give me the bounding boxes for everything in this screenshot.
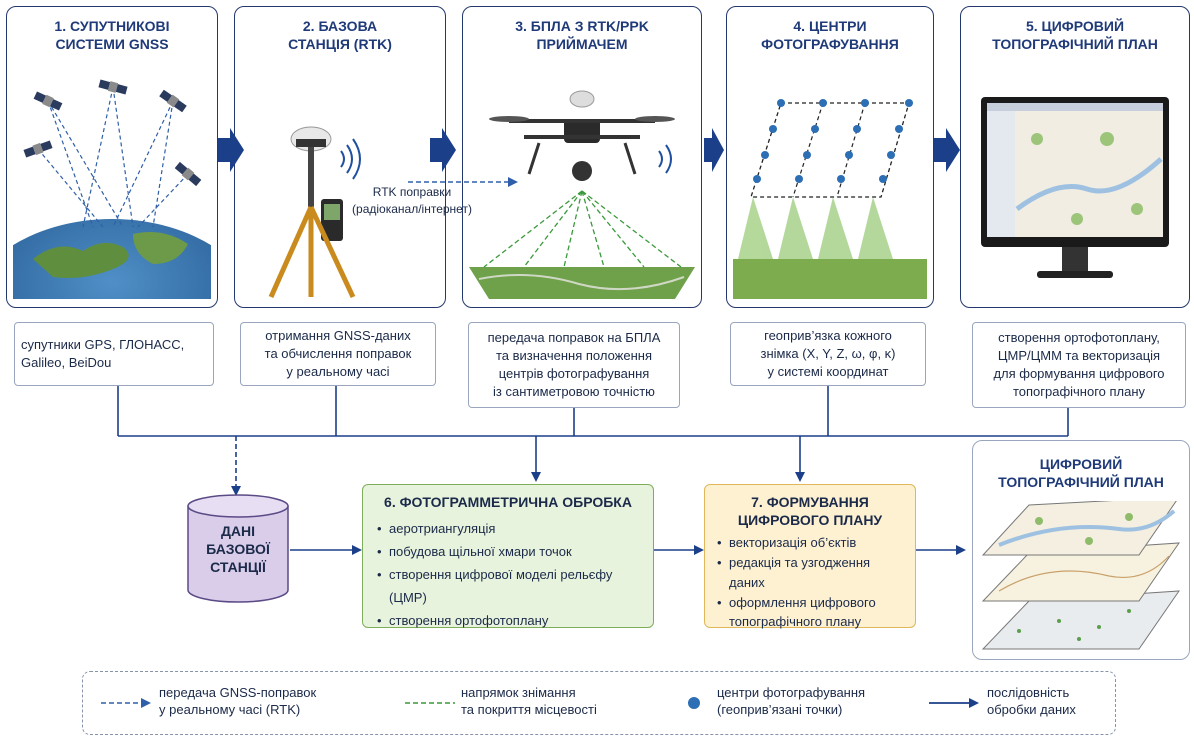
legend-dashed-green-line-icon xyxy=(405,702,455,704)
list-item: аеротриангуляція xyxy=(377,517,641,540)
legend-photo-centers-text: центри фотографування (геоприв’язані точ… xyxy=(717,685,866,717)
panel-photo-centers-title: 4. ЦЕНТРИ ФОТОГРАФУВАННЯ xyxy=(761,18,899,52)
legend-blue-dot-icon xyxy=(688,697,700,709)
list-item: створення ортофотоплану xyxy=(377,609,641,632)
radio-waves-icon xyxy=(340,138,361,180)
base-station-tripod-illustration xyxy=(268,126,361,299)
panel-digital-plan-description: створення ортофотоплану, ЦМР/ЦММ та вект… xyxy=(972,322,1186,408)
legend-rtk-text: передача GNSS-поправок у реальному часі … xyxy=(159,685,317,717)
list-item: векторизація об’єктів xyxy=(717,533,905,553)
rtk-corrections-label: RTK поправки (радіоканал/інтернет) xyxy=(352,185,472,216)
panel-digital-plan: 5. ЦИФРОВИЙ ТОПОГРАФІЧНИЙ ПЛАН xyxy=(960,6,1190,308)
panel-gnss-title: 1. СУПУТНИКОВІ СИСТЕМИ GNSS xyxy=(54,18,170,52)
photo-centers-grid-illustration xyxy=(733,99,927,299)
panel-uav-description: передача поправок на БПЛА та визначення … xyxy=(468,322,680,408)
satellites-earth-illustration xyxy=(13,79,211,299)
base-data-label: ДАНІ БАЗОВОЇ СТАНЦІЇ xyxy=(206,523,270,575)
digital-plan-box: 7. ФОРМУВАННЯ ЦИФРОВОГО ПЛАНУ векторизац… xyxy=(704,484,916,631)
panel-photo-centers-description: геоприв’язка кожного знімка (X, Y, Z, ω,… xyxy=(730,322,926,386)
flow-arrow-icon xyxy=(704,128,724,172)
legend-sequence-text: послідовність обробки даних xyxy=(987,685,1076,717)
panel-base-station: 2. БАЗОВА СТАНЦІЯ (RTK) xyxy=(234,6,446,308)
list-item: редакція та узгодження даних xyxy=(717,553,905,593)
flow-arrow-icon xyxy=(430,128,456,172)
photogrammetry-list: аеротриангуляція побудова щільної хмари … xyxy=(375,517,641,632)
panel-digital-plan-title: 5. ЦИФРОВИЙ ТОПОГРАФІЧНИЙ ПЛАН xyxy=(992,18,1158,52)
digital-plan-title: 7. ФОРМУВАННЯ ЦИФРОВОГО ПЛАНУ xyxy=(737,494,883,528)
digital-plan-list: векторизація об’єктів редакція та узгодж… xyxy=(715,533,905,631)
panel-gnss: 1. СУПУТНИКОВІ СИСТЕМИ GNSS xyxy=(6,6,218,308)
panel-photo-centers: 4. ЦЕНТРИ ФОТОГРАФУВАННЯ xyxy=(726,6,934,308)
panel-uav: 3. БПЛА З RTK/PPK ПРИЙМАЧЕМ xyxy=(462,6,702,308)
top-flow-arrows xyxy=(218,128,960,187)
photogrammetry-box: 6. ФОТОГРАММЕТРИЧНА ОБРОБКА аеротриангул… xyxy=(362,484,654,632)
list-item: оформлення цифрового топографічного план… xyxy=(717,593,905,631)
flow-arrow-icon xyxy=(934,128,960,172)
flow-arrow-icon xyxy=(218,128,244,172)
panel-base-station-description: отримання GNSS-даних та обчислення попра… xyxy=(240,322,436,386)
layered-maps-illustration xyxy=(981,501,1180,650)
panel-base-station-title: 2. БАЗОВА СТАНЦІЯ (RTK) xyxy=(288,18,392,52)
monitor-illustration xyxy=(981,97,1169,278)
satellite-icon xyxy=(23,79,202,187)
list-item: створення цифрової моделі рельєфу (ЦМР) xyxy=(377,563,641,609)
legend-coverage-text: напрямок знімання та покриття місцевості xyxy=(461,685,597,717)
connector-lines xyxy=(117,386,1069,555)
legend: передача GNSS-поправок у реальному часі … xyxy=(82,671,1116,735)
panel-gnss-description: супутники GPS, ГЛОНАСС, Galileo, BeiDou xyxy=(14,322,214,386)
uav-drone-illustration xyxy=(469,90,695,299)
list-item: побудова щільної хмари точок xyxy=(377,540,641,563)
panel-uav-title: 3. БПЛА З RTK/PPK ПРИЙМАЧЕМ xyxy=(515,18,649,52)
photo-center-dot xyxy=(753,99,913,183)
final-plan-panel: ЦИФРОВИЙ ТОПОГРАФІЧНИЙ ПЛАН xyxy=(972,440,1190,660)
final-plan-title: ЦИФРОВИЙ ТОПОГРАФІЧНИЙ ПЛАН xyxy=(998,456,1164,490)
base-data-cylinder xyxy=(187,494,289,603)
radio-waves-icon xyxy=(658,144,672,174)
legend-dashed-blue-arrow-icon xyxy=(101,698,151,708)
legend-solid-arrow-icon xyxy=(929,698,979,708)
photogrammetry-title: 6. ФОТОГРАММЕТРИЧНА ОБРОБКА xyxy=(384,494,632,510)
